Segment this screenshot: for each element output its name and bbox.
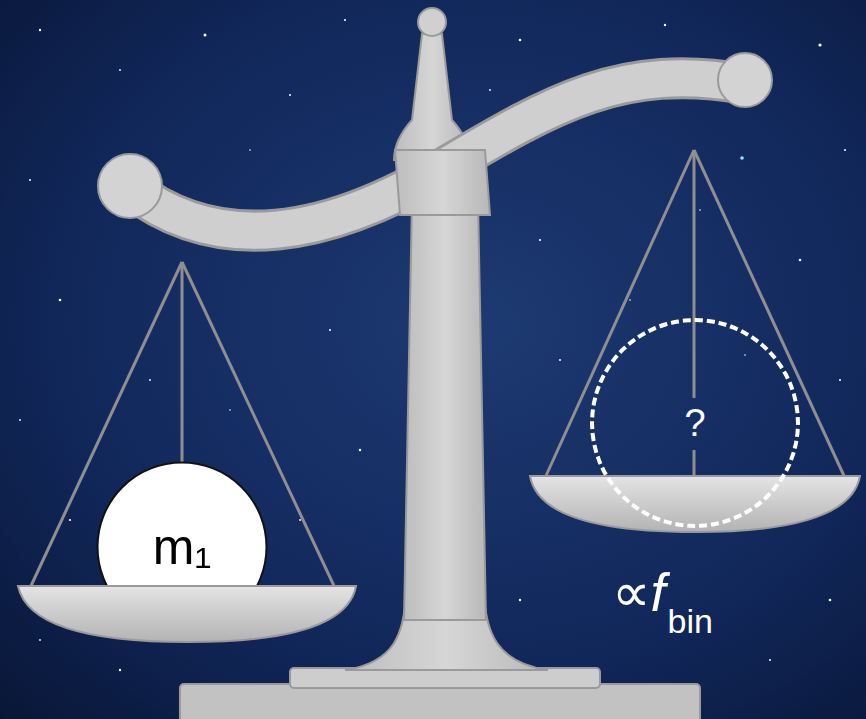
beam [130, 78, 745, 231]
stars [19, 19, 846, 671]
right-pan [530, 476, 860, 532]
proportional-label: ∝fbin [612, 565, 713, 619]
beam-knob [718, 53, 772, 107]
unknown-mass-circle: ? [590, 318, 800, 528]
known-mass-circle: m₁ [96, 461, 268, 585]
mass-label: m₁ [153, 522, 212, 572]
proportional-symbol: ∝f [612, 562, 666, 622]
left-pan [18, 586, 356, 642]
pole [404, 200, 486, 620]
beam-hub [395, 150, 490, 215]
mass-label: ? [684, 404, 705, 442]
subscript-label: bin [668, 602, 713, 640]
beam-knob [98, 154, 162, 218]
